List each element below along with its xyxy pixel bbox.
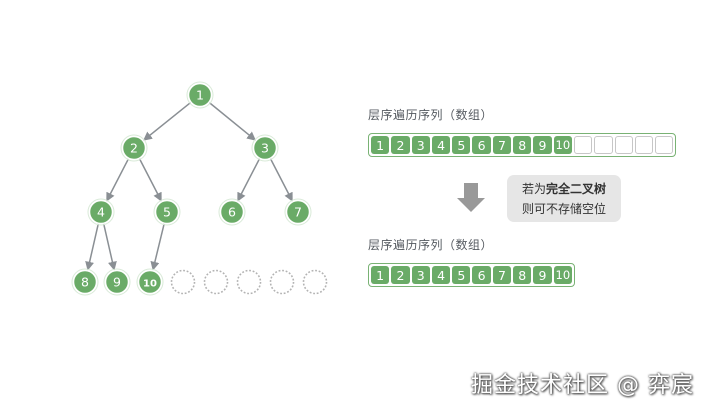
array-cell: 3: [411, 266, 430, 284]
tree-edge: [208, 101, 257, 141]
array-cell: 3: [411, 136, 430, 154]
tree-node: 7: [284, 198, 312, 226]
tree-node-label: 5: [163, 205, 171, 220]
array-cell: 10: [553, 136, 572, 154]
array-cell: 4: [431, 266, 451, 284]
tree-node-empty: [203, 269, 229, 295]
array-cell-empty: [634, 136, 654, 154]
array-cell: 7: [492, 266, 512, 284]
tree-node: 6: [218, 198, 246, 226]
tree-edge: [102, 223, 117, 271]
note-line-2: 则可不存储空位: [521, 201, 606, 216]
array-cell: 4: [431, 136, 451, 154]
array-cell: 1: [371, 136, 390, 154]
tree-node-label: 6: [228, 205, 236, 220]
array-cell: 1: [371, 266, 390, 284]
array-cell: 5: [452, 266, 471, 284]
tree-node-empty: [170, 269, 196, 295]
tree-node-label: 2: [130, 141, 138, 156]
down-arrow-icon: [457, 183, 485, 212]
tree-node-label: 3: [261, 141, 269, 156]
array-cell-empty: [614, 136, 633, 154]
tree-node-label: 7: [294, 205, 302, 220]
array-cell: 7: [492, 136, 512, 154]
array-cell: 5: [452, 136, 471, 154]
array-cell: 9: [533, 136, 552, 154]
tree-node: 4: [87, 198, 115, 226]
tree-node-empty: [236, 269, 262, 295]
tree-node: 5: [153, 198, 181, 226]
tree-edge: [106, 157, 130, 202]
tree-node-label: 10: [143, 279, 157, 290]
tree-node-label: 1: [196, 88, 204, 103]
watermark: 掘金技术社区 @ 弈宸: [471, 373, 694, 398]
array-cell: 8: [513, 136, 532, 154]
tree-node: 1: [186, 81, 214, 109]
array-cell: 10: [553, 266, 572, 284]
array-cell: 2: [391, 266, 410, 284]
top-array-title: 层序遍历序列（数组）: [368, 108, 494, 122]
tree-node-label: 4: [97, 205, 105, 220]
tree-node-label: 8: [81, 275, 89, 290]
tree-edge: [269, 157, 293, 202]
note-line-1: 若为完全二叉树: [521, 181, 607, 196]
array-cell: 9: [533, 266, 552, 284]
array-cell: 6: [472, 266, 491, 284]
array-cell: 6: [472, 136, 491, 154]
tree-node: 3: [251, 134, 279, 162]
tree-edge: [138, 157, 162, 202]
tree-edge: [85, 223, 100, 271]
tree-edge: [237, 157, 261, 202]
tree-node: 10: [136, 268, 164, 296]
tree-node-label: 9: [113, 275, 121, 290]
bottom-array-title: 层序遍历序列（数组）: [368, 238, 494, 252]
tree-node: 2: [120, 134, 148, 162]
array-cell-empty: [655, 136, 674, 154]
tree-node: 9: [103, 268, 131, 296]
complete-tree-note: 若为完全二叉树 则可不存储空位: [507, 175, 621, 222]
array-cell-empty: [594, 136, 613, 154]
tree-node-empty: [302, 269, 328, 295]
tree-node: 8: [71, 268, 99, 296]
tree-edge: [143, 101, 192, 141]
array-cell-empty: [573, 136, 593, 154]
tree-edge: [150, 222, 166, 271]
array-cell: 8: [513, 266, 532, 284]
array-cell: 2: [391, 136, 410, 154]
tree-node-empty: [269, 269, 295, 295]
